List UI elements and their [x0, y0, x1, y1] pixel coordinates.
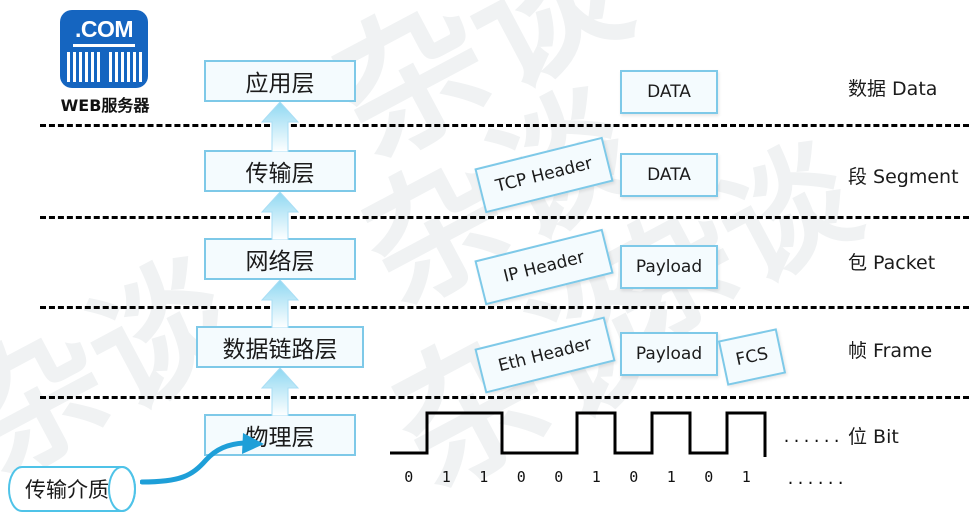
- pdu-label: Payload: [635, 344, 703, 364]
- bit-value: 0: [404, 468, 414, 486]
- pdu-label: IP Header: [501, 247, 587, 287]
- layer-box-network[interactable]: 网络层: [204, 238, 356, 280]
- layer-label: 应用层: [245, 71, 315, 97]
- layer-label: 传输层: [245, 161, 315, 187]
- pdu-name-bit: 位 Bit: [848, 426, 899, 448]
- waveform-ellipsis: ......: [782, 428, 843, 446]
- bit-value: 1: [479, 468, 489, 486]
- bit-value: 0: [629, 468, 639, 486]
- pdu-name-segment: 段 Segment: [848, 166, 959, 188]
- bit-value: 0: [704, 468, 714, 486]
- bit-value: 1: [666, 468, 676, 486]
- layer-separator-3: [40, 306, 969, 309]
- bit-value: 0: [516, 468, 526, 486]
- bit-waveform: [390, 411, 767, 457]
- layer-label: 网络层: [245, 249, 315, 275]
- transmission-medium-shape[interactable]: 传输介质: [8, 466, 150, 512]
- dotcom-server-icon: .COM: [60, 10, 148, 88]
- bit-value: 1: [441, 468, 451, 486]
- up-arrow-icon: [258, 368, 302, 416]
- up-arrow-icon: [258, 192, 302, 240]
- server-label: WEB服务器: [60, 96, 150, 115]
- bit-sequence-ellipsis: ......: [786, 470, 847, 488]
- icon-divider-rule: [73, 44, 135, 47]
- pdu-box-eth-header[interactable]: Eth Header: [474, 316, 616, 394]
- pdu-label: DATA: [647, 165, 691, 185]
- barcode-group-left: [66, 52, 100, 82]
- pdu-box-payload[interactable]: Payload: [620, 245, 718, 289]
- pdu-box-ip-header[interactable]: IP Header: [474, 228, 614, 306]
- bit-value: 1: [741, 468, 751, 486]
- pdu-box-data[interactable]: DATA: [620, 70, 718, 114]
- bit-value: 0: [554, 468, 564, 486]
- cylinder-icon: [8, 466, 136, 512]
- pdu-box-fcs[interactable]: FCS: [717, 328, 787, 386]
- layer-box-application[interactable]: 应用层: [204, 60, 356, 102]
- transmission-medium-label: 传输介质: [25, 478, 109, 502]
- layer-separator-4: [40, 396, 969, 399]
- bit-sequence-row: 0 1 1 0 0 1 0 1 0 1: [390, 468, 765, 486]
- layer-label: 数据链路层: [222, 337, 338, 363]
- layer-box-transport[interactable]: 传输层: [204, 150, 356, 192]
- pdu-name-frame: 帧 Frame: [848, 340, 933, 362]
- pdu-label: Payload: [635, 257, 703, 277]
- pdu-box-data[interactable]: DATA: [620, 153, 718, 197]
- pdu-box-tcp-header[interactable]: TCP Header: [474, 136, 614, 214]
- pdu-label: TCP Header: [493, 153, 595, 197]
- pdu-label: Eth Header: [496, 333, 594, 377]
- pdu-label: DATA: [647, 82, 691, 102]
- up-arrow-icon: [258, 102, 302, 152]
- layer-separator-1: [40, 124, 969, 127]
- layer-box-datalink[interactable]: 数据链路层: [196, 326, 364, 368]
- bit-value: 1: [591, 468, 601, 486]
- layer-separator-2: [40, 216, 969, 219]
- barcode-bars: [60, 52, 148, 82]
- curved-arrow-to-physical-layer: [140, 433, 264, 485]
- pdu-name-packet: 包 Packet: [848, 252, 936, 274]
- dotcom-icon-text: .COM: [74, 16, 134, 42]
- pdu-name-data: 数据 Data: [848, 78, 938, 100]
- pdu-box-payload[interactable]: Payload: [620, 332, 718, 376]
- barcode-group-right: [108, 52, 142, 82]
- pdu-label: FCS: [734, 343, 770, 371]
- up-arrow-icon: [258, 280, 302, 328]
